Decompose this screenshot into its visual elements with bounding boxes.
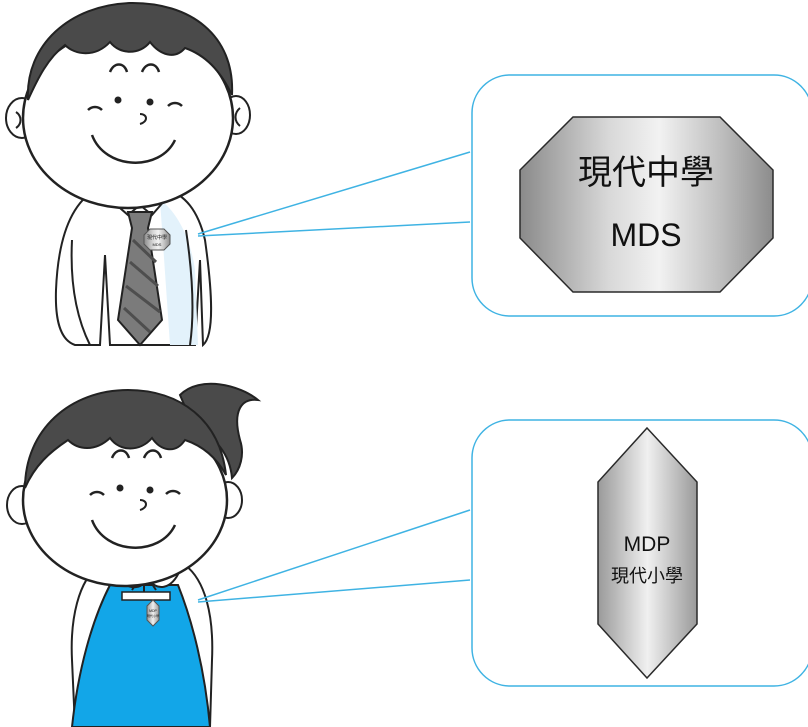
boy-eye-dot-right bbox=[146, 98, 154, 106]
boy-tie-stripes bbox=[122, 238, 161, 334]
boy-badge-line2: MDS bbox=[610, 217, 681, 253]
boy-mini-badge: 現代中學 MDS bbox=[143, 228, 171, 251]
boy-eye-left-icon bbox=[87, 105, 103, 111]
girl-eye-dot-right bbox=[146, 486, 154, 494]
girl-eye-right-icon bbox=[165, 489, 181, 495]
girl-badge-line1: MDP bbox=[624, 533, 671, 556]
boy-mini-badge-line1: 現代中學 bbox=[147, 234, 167, 241]
girl-mini-badge-line1: MDP bbox=[149, 609, 157, 613]
girl-mini-badge: MDP 現代小學 bbox=[146, 599, 160, 627]
boy-arm-left bbox=[70, 239, 91, 346]
girl-badge-large: MDP 現代小學 bbox=[597, 426, 698, 680]
boy-callout-line-top bbox=[197, 151, 471, 235]
girl-smile bbox=[90, 519, 177, 549]
girl-pinafore-top bbox=[121, 591, 171, 601]
boy-nose bbox=[139, 113, 147, 125]
boy-brow-left bbox=[108, 63, 129, 73]
girl-callout-line-top bbox=[197, 509, 471, 601]
girl-eye-left-icon bbox=[89, 490, 105, 496]
girl-brow-right bbox=[142, 449, 163, 459]
boy-brow-right bbox=[140, 63, 161, 73]
boy-badge-large: 現代中學 MDS bbox=[519, 116, 774, 293]
girl-nose bbox=[139, 499, 147, 511]
boy-badge-line1: 現代中學 bbox=[578, 154, 714, 192]
girl-callout-line-bottom bbox=[197, 579, 471, 603]
girl-badge-line2: 現代小學 bbox=[611, 566, 683, 586]
boy-hair bbox=[26, 1, 234, 101]
boy-eye-dot-left bbox=[114, 96, 122, 104]
girl-figure: MDP 現代小學 bbox=[6, 382, 262, 727]
girl-mini-badge-line2: 現代小學 bbox=[147, 613, 159, 618]
girl-ponytail bbox=[178, 382, 262, 481]
boy-arm-right bbox=[185, 229, 194, 346]
girl-pinafore bbox=[70, 584, 212, 727]
girl-hair bbox=[24, 388, 227, 489]
boy-mini-badge-line2: MDS bbox=[153, 242, 162, 247]
girl-brow-left bbox=[110, 449, 131, 459]
boy-callout-line-bottom bbox=[197, 221, 471, 237]
boy-figure: 現代中學 MDS bbox=[5, 1, 251, 348]
boy-smile bbox=[90, 134, 177, 164]
girl-eye-dot-left bbox=[116, 484, 124, 492]
boy-eye-right-icon bbox=[167, 101, 183, 107]
